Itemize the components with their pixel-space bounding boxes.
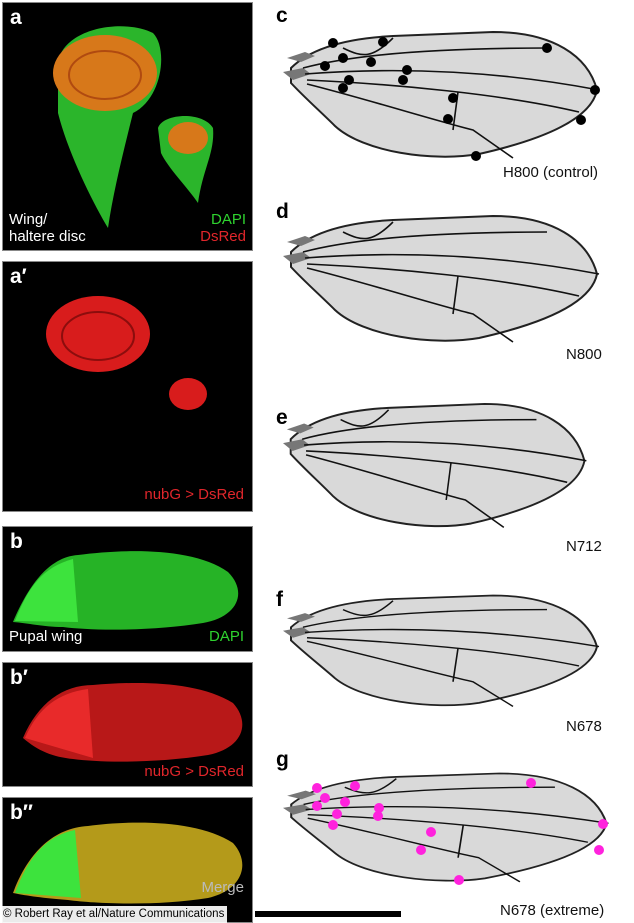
wing-c-control (283, 31, 600, 161)
image-credit: © Robert Ray et al/Nature Communications (0, 906, 228, 923)
panel-label-d: d (276, 200, 289, 223)
panel-b-double-prime-merge: b′′ Merge (2, 797, 253, 923)
wing-f (283, 594, 600, 708)
stain-label: nubG > DsRed (144, 486, 244, 503)
disc-dsred-image (46, 296, 207, 410)
wing-d (283, 215, 600, 343)
sample-label: Pupal wing (9, 628, 83, 645)
caption-g: N678 (extreme) (500, 902, 605, 919)
panel-label-c: c (276, 4, 288, 27)
pupal-wing-merge-image (13, 822, 243, 904)
panel-label-e: e (276, 406, 288, 429)
panel-b-pupal-wing: b Pupal wing DAPI (2, 526, 253, 652)
panel-label: a′ (10, 265, 27, 288)
sample-label: Wing/ haltere disc (9, 211, 86, 245)
panel-label-f: f (276, 588, 283, 611)
wing-g-extreme (283, 772, 610, 885)
sample-label-line-1: Wing/ (9, 211, 48, 228)
stain-dsred: DsRed (200, 228, 246, 245)
panel-label: a (10, 6, 22, 29)
disc-image (53, 26, 214, 228)
stain-label: DAPI (208, 628, 244, 645)
caption-f: N678 (566, 718, 602, 735)
caption-e: N712 (566, 538, 602, 555)
wing-e (283, 402, 588, 529)
stain-label: nubG > DsRed (144, 763, 244, 780)
caption-c: H800 (control) (503, 164, 599, 181)
panel-label: b′ (10, 666, 28, 689)
stain-dapi: DAPI (210, 211, 246, 228)
panel-label-g: g (276, 748, 289, 771)
stain-legend: DAPI DsRed (200, 211, 246, 245)
landmark-points (320, 37, 600, 161)
sample-label-line-2: haltere disc (9, 228, 86, 245)
scale-bar (255, 911, 401, 917)
pupal-wing-dsred-image (23, 682, 243, 762)
panel-a-prime-dsred: a′ nubG > DsRed (2, 261, 253, 512)
panel-b-prime-dsred: b′ nubG > DsRed (2, 662, 253, 787)
pupal-wing-image (13, 551, 239, 630)
panel-label: b (10, 530, 23, 553)
panel-a-wing-haltere-disc: a Wing/ haltere disc DAPI DsRed (2, 2, 253, 251)
stain-label: Merge (201, 879, 244, 896)
panel-label: b′′ (10, 801, 33, 824)
landmark-points (312, 778, 608, 885)
caption-d: N800 (566, 346, 602, 363)
